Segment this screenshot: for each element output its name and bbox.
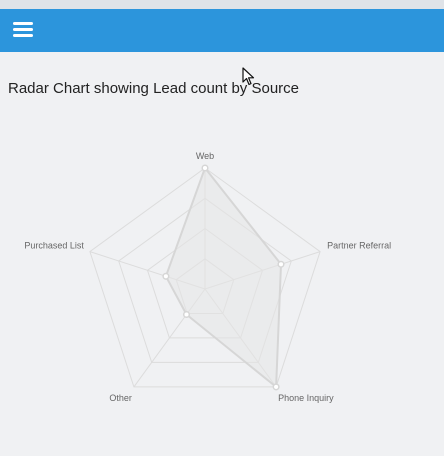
radar-axis-label: Other <box>109 393 132 403</box>
radar-data-point <box>182 310 191 319</box>
radar-axis-label: Web <box>196 151 214 161</box>
app-header <box>0 9 444 52</box>
radar-axis-label: Purchased List <box>24 241 84 251</box>
radar-data-point <box>277 260 285 268</box>
radar-series <box>162 164 285 391</box>
hamburger-menu-icon[interactable] <box>12 19 34 41</box>
radar-data-point <box>162 272 170 280</box>
mouse-cursor-icon <box>242 67 255 86</box>
radar-axis-label: Partner Referral <box>327 241 391 251</box>
radar-data-point <box>201 164 209 172</box>
radar-series-area <box>164 167 282 388</box>
radar-data-point <box>272 383 280 391</box>
radar-grid-ring <box>118 197 292 363</box>
radar-axis-label: Phone Inquiry <box>278 393 334 403</box>
chart-title: Radar Chart showing Lead count by Source <box>8 80 300 97</box>
radar-grid-ring <box>89 167 321 388</box>
